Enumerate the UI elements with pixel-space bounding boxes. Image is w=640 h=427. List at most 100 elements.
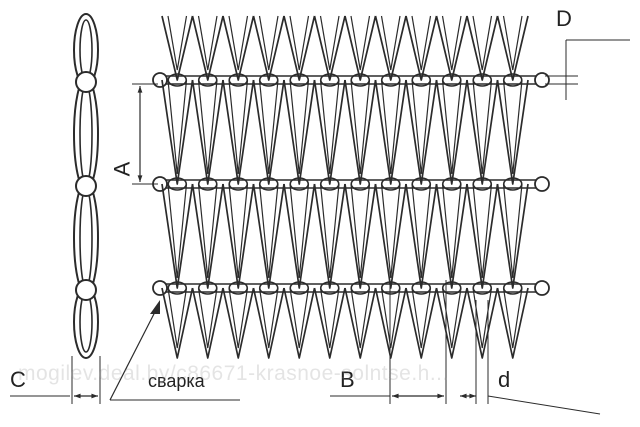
spiral-loop: [411, 281, 432, 295]
spiral-strand-inner: [167, 79, 188, 175]
wire-d-leader: [487, 395, 601, 415]
dimension-lines: [10, 39, 630, 415]
spiral-loop: [380, 177, 401, 191]
spiral-strand: [191, 287, 224, 359]
spiral-strand-inner: [502, 287, 523, 349]
spiral-loop: [228, 281, 249, 295]
dimension-label-c: C: [10, 367, 26, 392]
spiral-loop: [502, 73, 523, 87]
spiral-strand-inner: [350, 287, 371, 349]
spiral-strand: [344, 79, 377, 185]
weld-label: сварка: [148, 371, 205, 391]
spiral-strand: [283, 15, 316, 81]
spiral-strand: [252, 15, 285, 81]
watermark-text: mogilev.deal.by/c86671-krasnoe-solntse.h…: [18, 362, 449, 385]
spiral-strand: [222, 287, 255, 359]
spiral-strand-inner: [197, 15, 218, 71]
spiral-loop: [228, 177, 249, 191]
spiral-strand: [466, 287, 499, 359]
front-mesh-view: [152, 15, 550, 359]
spiral-strand-inner: [228, 79, 249, 175]
spiral-strand: [374, 15, 407, 81]
spiral-strand-inner: [167, 183, 188, 279]
spiral-loop: [258, 73, 279, 87]
spiral-loop: [502, 177, 523, 191]
spiral-strand: [374, 79, 407, 185]
spiral-loop: [289, 73, 310, 87]
dimension-c-arrowhead: [91, 393, 98, 399]
chain-link-inner: [79, 187, 93, 289]
weld-end-right: [534, 176, 550, 192]
spiral-strand-inner: [167, 287, 188, 349]
spiral-strand: [344, 15, 377, 81]
spiral-strand-inner: [411, 287, 432, 349]
spiral-strand: [313, 183, 346, 289]
dimension-label-d-upper: D: [556, 6, 572, 31]
spiral-strand-inner: [472, 79, 493, 175]
spiral-strand-inner: [441, 183, 462, 279]
spiral-strand-inner: [289, 287, 310, 349]
spiral-strand: [252, 183, 285, 289]
spiral-loop: [167, 177, 188, 191]
spiral-strand: [191, 79, 224, 185]
spiral-strand-inner: [258, 79, 279, 175]
spiral-strand-inner: [289, 15, 310, 71]
spiral-strand: [466, 183, 499, 289]
spiral-strand-inner: [197, 287, 218, 349]
spiral-strand: [283, 79, 316, 185]
weld-end-left: [152, 72, 168, 88]
spiral-strand: [313, 79, 346, 185]
chain-joint: [75, 279, 97, 301]
spiral-strand: [161, 287, 194, 359]
spiral-strand: [161, 183, 194, 289]
spiral-loop: [197, 177, 218, 191]
spiral-strand-inner: [472, 183, 493, 279]
spiral-strand: [344, 287, 377, 359]
spiral-loop: [350, 281, 371, 295]
chain-link: [73, 77, 99, 191]
spiral-loop: [472, 73, 493, 87]
spiral-strand: [283, 183, 316, 289]
spiral-strand-inner: [228, 287, 249, 349]
spiral-strand: [466, 79, 499, 185]
spiral-strand: [161, 79, 194, 185]
spiral-strand: [252, 287, 285, 359]
spiral-strand-inner: [319, 183, 340, 279]
spiral-strand-inner: [228, 15, 249, 71]
spiral-strand-inner: [411, 79, 432, 175]
spiral-strand-inner: [350, 183, 371, 279]
spiral-strand: [313, 287, 346, 359]
spiral-loop: [228, 73, 249, 87]
spiral-loop: [319, 177, 340, 191]
dimension-label-a: A: [109, 161, 135, 177]
spiral-strand: [222, 183, 255, 289]
spiral-strand-inner: [411, 183, 432, 279]
spiral-strand: [435, 79, 468, 185]
spiral-strand: [344, 183, 377, 289]
spiral-strand: [283, 287, 316, 359]
spiral-loop: [319, 281, 340, 295]
spiral-strand: [496, 287, 529, 359]
spiral-strand: [191, 183, 224, 289]
spiral-strand-inner: [502, 15, 523, 71]
spiral-strand: [405, 287, 438, 359]
weld-end-left: [152, 280, 168, 296]
spiral-strand-inner: [472, 15, 493, 71]
spiral-loop: [411, 177, 432, 191]
spiral-loop: [197, 281, 218, 295]
dimension-b-arrowhead: [392, 393, 399, 399]
chain-link: [73, 181, 99, 295]
spiral-strand: [496, 15, 529, 81]
spiral-loop: [441, 177, 462, 191]
spiral-strand-inner: [380, 15, 401, 71]
spiral-strand: [191, 15, 224, 81]
spiral-loop: [411, 73, 432, 87]
spiral-strand-inner: [380, 79, 401, 175]
spiral-strand-inner: [289, 79, 310, 175]
dimension-a-arrowhead: [137, 175, 143, 182]
spiral-strand-inner: [441, 15, 462, 71]
spiral-strand-inner: [319, 15, 340, 71]
dimension-wire-d-left-arrowhead: [469, 393, 476, 399]
weld-pointer-arrowhead: [150, 300, 160, 314]
spiral-strand-inner: [228, 183, 249, 279]
